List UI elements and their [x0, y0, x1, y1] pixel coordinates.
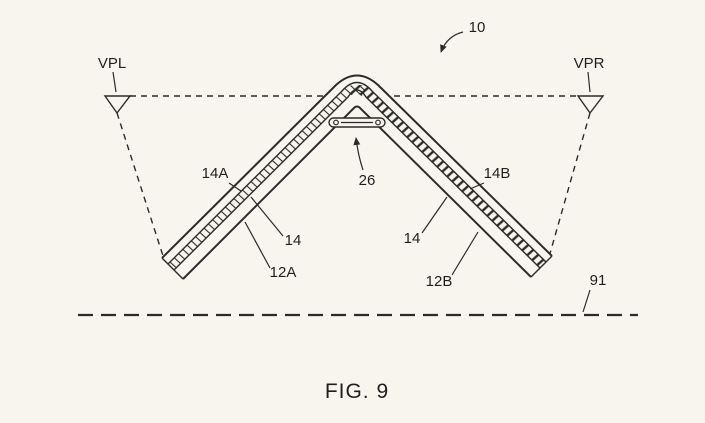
housing-left-leader — [244, 221, 271, 269]
viewpoint-left-triangle-icon — [103, 95, 132, 115]
reference-leaders — [228, 31, 591, 313]
viewpoint-left-leader — [112, 71, 117, 93]
display-outer-edge-line — [167, 81, 547, 265]
left-sightline — [116, 112, 165, 260]
housing-right-leader — [451, 231, 479, 276]
right-sightline — [548, 112, 591, 258]
hinge-arrow — [353, 137, 364, 171]
inner-surface-line — [182, 105, 532, 280]
label-device: 10 — [469, 19, 486, 36]
label-hinge: 26 — [359, 172, 376, 189]
outer-surface-line — [161, 74, 553, 259]
hinge-pin-right-icon — [375, 119, 381, 126]
viewpoint-right-triangle-icon — [576, 95, 605, 115]
label-housing-right: 12B — [426, 273, 453, 290]
reference-labels: VPL VPR 10 14A 14B 26 14 14 12A 12B 91 — [98, 19, 607, 290]
label-housing-left: 12A — [270, 264, 297, 281]
hinge-assembly — [328, 117, 386, 128]
label-viewpoint-right: VPR — [574, 55, 605, 72]
foldable-device — [161, 74, 553, 280]
label-display-right: 14 — [404, 230, 421, 247]
display-region-left-leader — [228, 182, 242, 192]
display-right-leader — [421, 196, 448, 234]
label-display-region-right: 14B — [484, 165, 511, 182]
right-end-cap — [530, 255, 553, 278]
label-viewpoint-left: VPL — [98, 55, 126, 72]
viewpoint-right-leader — [587, 71, 591, 93]
label-surface: 91 — [590, 272, 607, 289]
label-display-left: 14 — [285, 232, 302, 249]
viewpoint-markers — [103, 71, 605, 115]
label-display-region-left: 14A — [202, 165, 229, 182]
surface-leader — [582, 289, 591, 313]
device-arrow — [440, 31, 464, 53]
left-end-cap — [161, 257, 184, 280]
hinge-pin-left-icon — [333, 119, 339, 126]
figure-caption: FIG. 9 — [325, 380, 389, 403]
display-left-leader — [250, 196, 284, 237]
display-inner-edge-line — [173, 89, 541, 271]
display-region-right-leader — [469, 182, 485, 190]
